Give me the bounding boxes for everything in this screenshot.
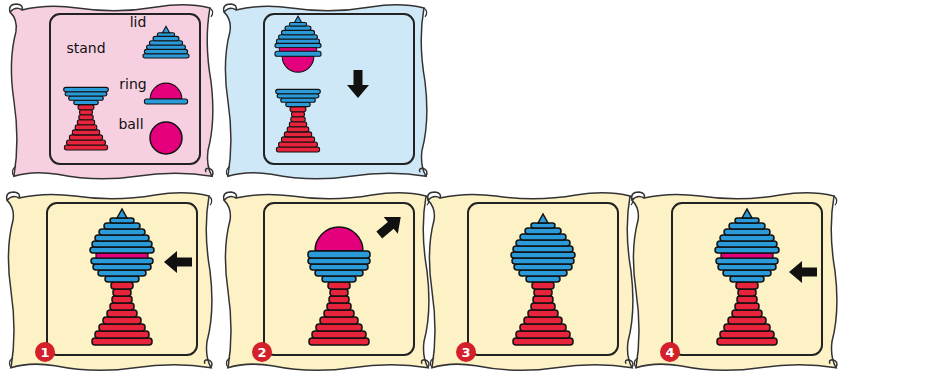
callout-circle	[660, 342, 680, 362]
part-label: ball	[118, 117, 143, 131]
panel-frame	[264, 203, 414, 355]
lid-assembly-figure	[275, 16, 321, 48]
panel-frame	[672, 203, 822, 355]
stand-figure	[276, 89, 321, 152]
part-label: stand	[66, 41, 105, 55]
panel-frame	[50, 14, 200, 164]
arrow-symbol	[372, 209, 408, 244]
arrow-symbol	[164, 251, 192, 273]
lid-assembly-figure	[275, 16, 321, 72]
part-label: lid	[130, 15, 147, 29]
callout-circle	[252, 342, 272, 362]
callout-circle	[456, 342, 476, 362]
scroll-panel	[10, 4, 213, 179]
callout-number: 2	[257, 346, 266, 359]
tower-figure	[511, 214, 575, 345]
tower-figure	[715, 209, 779, 345]
scroll-panel	[428, 192, 633, 370]
tower-figure	[90, 209, 154, 345]
scroll-panel	[224, 4, 427, 179]
ring-figure	[144, 83, 187, 104]
arrow-symbol	[789, 261, 817, 283]
scroll-panel	[224, 192, 429, 370]
stand-figure	[64, 87, 109, 150]
tower-figure	[308, 227, 370, 345]
lid-figure	[143, 26, 189, 58]
ball-figure	[150, 122, 182, 154]
part-label: ring	[119, 77, 146, 91]
callout-number: 1	[40, 346, 49, 359]
callout-number: 4	[665, 346, 674, 359]
arrow-symbol	[347, 70, 369, 98]
lid-assembly-figure	[282, 56, 314, 72]
panel-frame	[264, 14, 414, 164]
lid-assembly-figure	[275, 51, 321, 56]
scroll-panel	[632, 192, 837, 370]
panel-frame	[468, 203, 618, 355]
panel-frame	[47, 203, 197, 355]
callout-circle	[35, 342, 55, 362]
callout-number: 3	[461, 346, 470, 359]
scroll-panel	[7, 192, 212, 370]
